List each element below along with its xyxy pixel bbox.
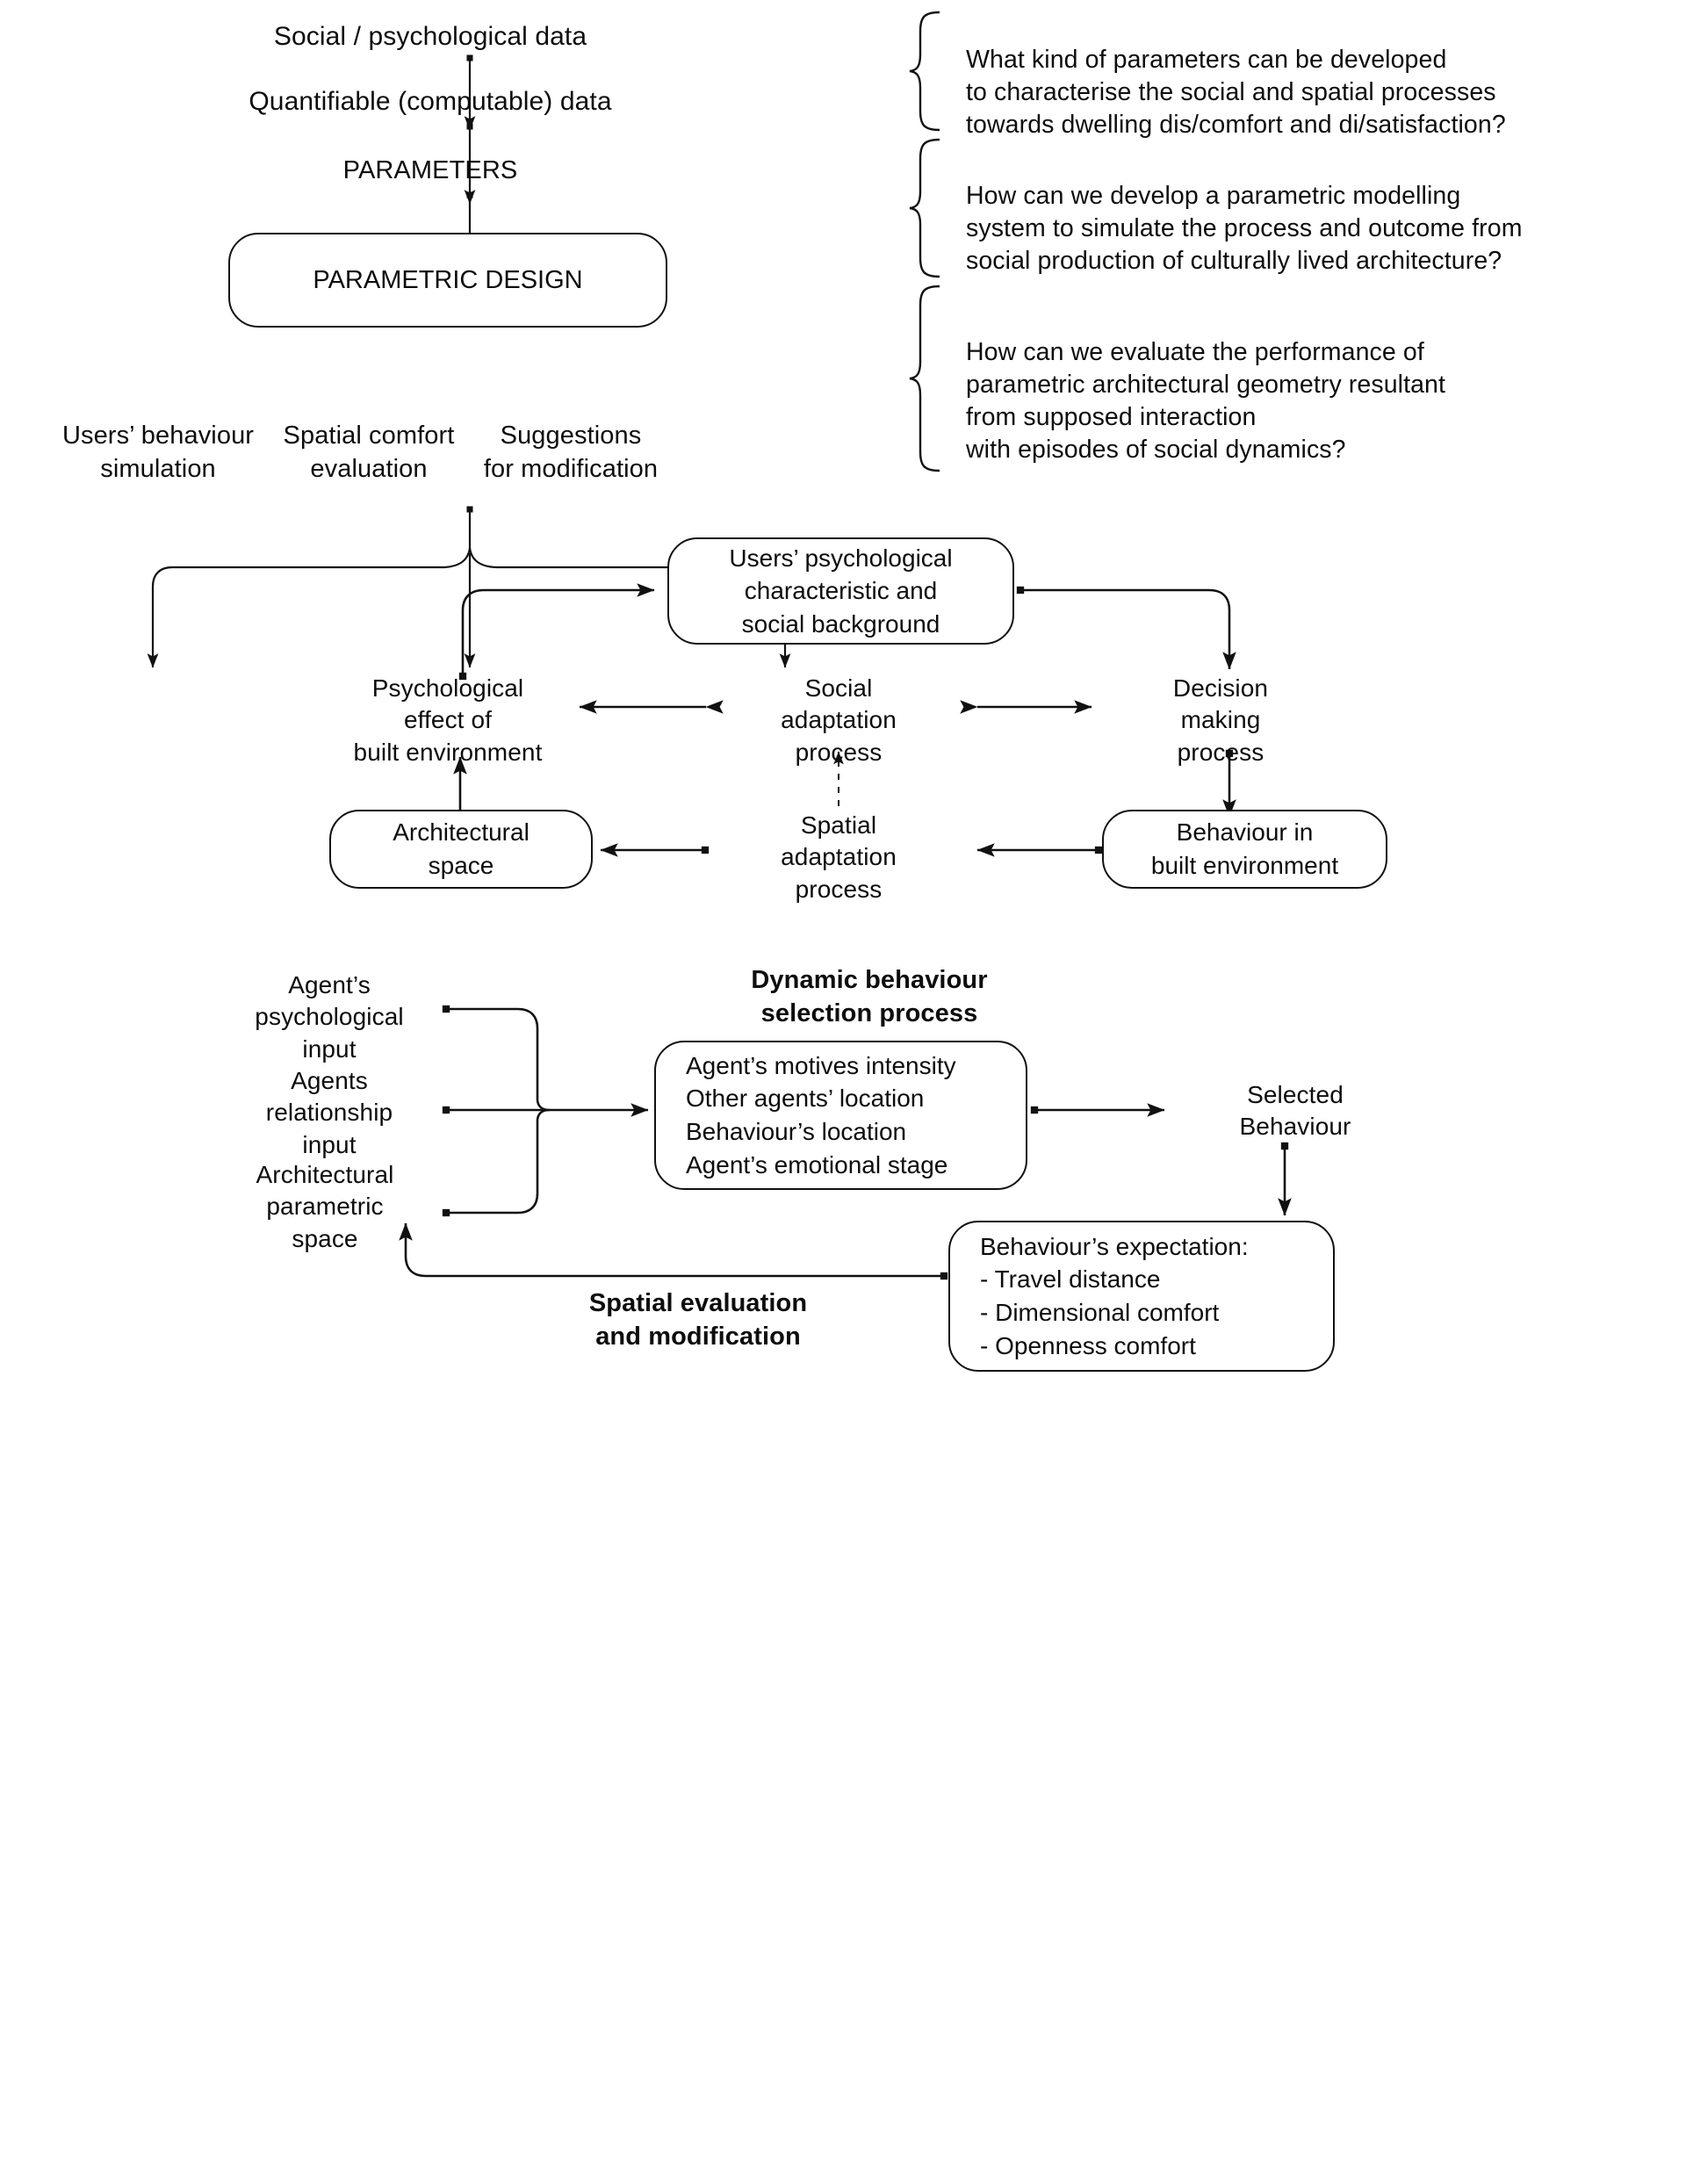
label-spatial-evaluation-and-modification: Spatial evaluation and modification (588, 1289, 808, 1351)
node-quantifiable-data: Quantifiable (computable) data (249, 87, 612, 116)
node-agents-psychological-input: Agent’s psychological input (255, 971, 404, 1063)
node-users-psychological-characteristic: Users’ psychological characteristic and … (667, 537, 1014, 645)
node-spatial-comfort-evaluation: Spatial comfort evaluation (283, 422, 455, 483)
edge-users-to-decision (1016, 586, 1236, 670)
node-social-adaptation-process: Social adaptation process (781, 674, 897, 766)
node-psychological-effect-of-built-environment: Psychological effect of built environmen… (353, 674, 543, 766)
brace-question-2 (909, 138, 940, 278)
node-behaviour-in-built-environment: Behaviour in built environment (1102, 810, 1387, 889)
brace-question-1 (909, 11, 940, 132)
edge-merge-junction (536, 1099, 551, 1121)
brace-question-3 (909, 285, 940, 472)
node-parametric-design: PARAMETRIC DESIGN (228, 233, 667, 328)
node-agents-relationship-input: Agents relationship input (265, 1067, 393, 1158)
node-suggestions-for-modification: Suggestions for modification (483, 422, 659, 483)
node-behaviours-expectation: Behaviour’s expectation: - Travel distan… (948, 1221, 1335, 1372)
edge-split-left (147, 547, 472, 668)
node-decision-making-process: Decision making process (1172, 674, 1269, 766)
diagram1-braces (909, 11, 940, 472)
edge-input3-to-merge (442, 1120, 539, 1217)
research-question-1: What kind of parameters can be developed… (966, 46, 1506, 140)
research-question-2: How can we develop a parametric modellin… (966, 182, 1523, 276)
node-architectural-space: Architectural space (329, 810, 593, 889)
research-question-3: How can we evaluate the performance of p… (966, 338, 1446, 465)
node-parameters: PARAMETERS (342, 156, 518, 184)
diagram3-title: Dynamic behaviour selection process (751, 966, 988, 1027)
edge-input1-to-merge (442, 1005, 539, 1100)
node-spatial-adaptation-process: Spatial adaptation process (781, 811, 897, 903)
node-architectural-parametric-space: Architectural parametric space (256, 1161, 394, 1252)
node-users-behaviour-simulation: Users’ behaviour simulation (61, 422, 255, 483)
edge-expectation-feedback-to-space (399, 1222, 948, 1280)
node-selected-behaviour: Selected Behaviour (1239, 1081, 1351, 1141)
edge-psych-effect-to-users (458, 583, 655, 681)
node-social-psychological-data: Social / psychological data (273, 22, 587, 51)
node-dynamic-selection-factors: Agent’s motives intensity Other agents’ … (654, 1041, 1027, 1190)
